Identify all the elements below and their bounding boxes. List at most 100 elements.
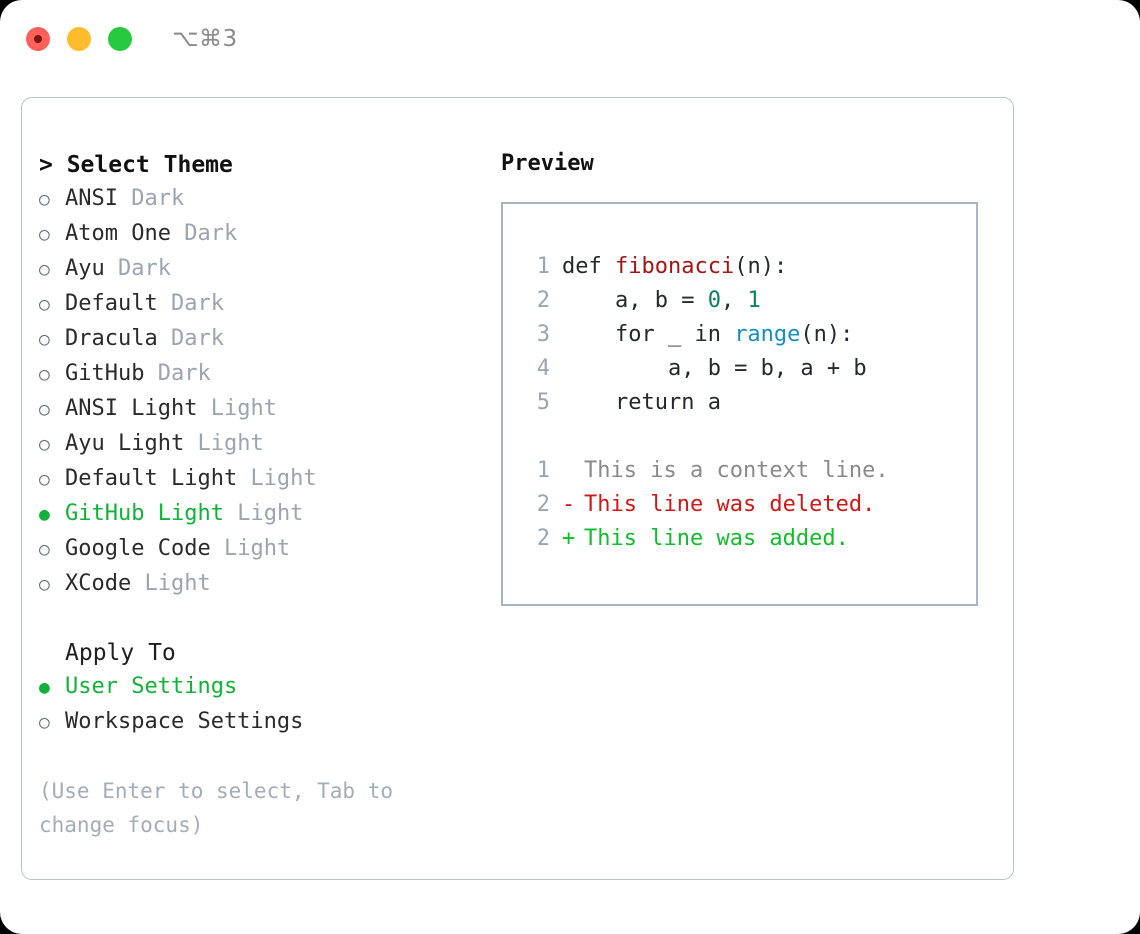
theme-option-label: GitHub Light: [65, 501, 224, 526]
theme-list: ○ ANSI Dark ○ Atom One Dark ○ Ayu Dark: [39, 182, 499, 602]
select-theme-heading: > Select Theme: [39, 152, 233, 178]
theme-option-google-code[interactable]: ○ Google Code Light: [39, 532, 499, 567]
code-content: a, b = b, a + b: [562, 356, 867, 381]
diff-line-deleted: 2 - This line was deleted.: [522, 488, 976, 522]
radio-icon: ○: [39, 294, 50, 315]
theme-option-badge: Dark: [184, 221, 238, 246]
diff-content: This line was deleted.: [584, 492, 876, 517]
theme-option-badge: Dark: [157, 361, 211, 386]
radio-icon: ○: [39, 364, 50, 385]
line-number: 2: [536, 526, 550, 551]
diff-line-context: 1 This is a context line.: [522, 454, 976, 488]
theme-option-ansi[interactable]: ○ ANSI Dark: [39, 182, 499, 217]
theme-option-label: Google Code: [65, 536, 211, 561]
code-content: return a: [562, 390, 721, 415]
theme-option-label: Atom One: [65, 221, 171, 246]
theme-option-label: ANSI: [65, 186, 118, 211]
theme-option-badge: Dark: [118, 256, 171, 281]
radio-icon: ○: [39, 399, 50, 420]
theme-option-dracula[interactable]: ○ Dracula Dark: [39, 322, 499, 357]
title-bar: ⌥⌘3: [0, 0, 1140, 78]
theme-option-github-light[interactable]: ● GitHub Light Light: [39, 497, 499, 532]
apply-to-option-user-settings[interactable]: ● User Settings: [39, 670, 499, 705]
theme-option-label: Ayu Light: [65, 431, 185, 456]
diff-marker: [562, 454, 584, 488]
line-number: 5: [536, 390, 550, 415]
radio-icon: ○: [39, 539, 50, 560]
theme-option-badge: Light: [210, 396, 277, 421]
radio-selected-icon: ●: [39, 504, 50, 525]
diff-separator: [522, 420, 976, 454]
theme-option-atom-one[interactable]: ○ Atom One Dark: [39, 217, 499, 252]
keyboard-shortcut-label: ⌥⌘3: [172, 26, 238, 52]
theme-option-xcode[interactable]: ○ XCode Light: [39, 567, 499, 602]
theme-option-label: ANSI Light: [65, 396, 198, 421]
radio-icon: ○: [39, 329, 50, 350]
radio-selected-icon: ●: [39, 677, 50, 698]
diff-content: This line was added.: [584, 526, 849, 551]
theme-option-badge: Light: [223, 536, 291, 561]
preview-box: 1 def fibonacci(n): 2 a, b = 0, 1 3 for …: [501, 202, 978, 606]
theme-option-badge: Light: [237, 501, 304, 526]
theme-option-github[interactable]: ○ GitHub Dark: [39, 357, 499, 392]
line-number: 1: [536, 458, 550, 483]
traffic-lights: [26, 27, 132, 51]
code-line: 5 return a: [522, 386, 976, 420]
diff-marker: +: [562, 526, 576, 551]
radio-icon: ○: [39, 469, 50, 490]
preview-heading: Preview: [501, 151, 594, 176]
line-number: 4: [536, 356, 550, 381]
radio-icon: ○: [39, 712, 50, 733]
theme-option-ansi-light[interactable]: ○ ANSI Light Light: [39, 392, 499, 427]
radio-icon: ○: [39, 434, 50, 455]
section-spacer: [39, 602, 499, 636]
theme-picker-pane: > Select Theme ○ ANSI Dark ○ Atom One Da…: [39, 148, 499, 842]
theme-option-label: Default Light: [65, 466, 238, 491]
diff-content: This is a context line.: [584, 458, 889, 483]
diff-marker: -: [562, 492, 576, 517]
apply-to-option-workspace-settings[interactable]: ○ Workspace Settings: [39, 705, 499, 740]
apply-to-list: ● User Settings ○ Workspace Settings: [39, 670, 499, 740]
theme-option-badge: Dark: [170, 291, 224, 316]
maximize-button[interactable]: [108, 27, 132, 51]
apply-to-option-label: Workspace Settings: [65, 709, 304, 734]
code-line: 4 a, b = b, a + b: [522, 352, 976, 386]
theme-option-default-light[interactable]: ○ Default Light Light: [39, 462, 499, 497]
theme-option-label: XCode: [65, 571, 132, 596]
close-icon: [34, 35, 42, 43]
radio-icon: ○: [39, 574, 50, 595]
theme-option-default[interactable]: ○ Default Dark: [39, 287, 499, 322]
line-number: 1: [536, 254, 550, 279]
theme-option-label: Default: [65, 291, 158, 316]
theme-option-ayu-light[interactable]: ○ Ayu Light Light: [39, 427, 499, 462]
line-number: 3: [536, 322, 550, 347]
radio-icon: ○: [39, 189, 50, 210]
theme-option-label: Ayu: [65, 256, 105, 281]
line-number: 2: [536, 492, 550, 517]
code-line: 3 for _ in range(n):: [522, 318, 976, 352]
apply-to-option-label: User Settings: [65, 674, 238, 699]
minimize-button[interactable]: [67, 27, 91, 51]
keyboard-hint-text: (Use Enter to select, Tab to change focu…: [39, 779, 406, 837]
apply-to-heading-row: Apply To: [39, 636, 499, 670]
close-button[interactable]: [26, 27, 50, 51]
radio-icon: ○: [39, 259, 50, 280]
line-number: 2: [536, 288, 550, 313]
code-line: 2 a, b = 0, 1: [522, 284, 976, 318]
code-content: for _ in range(n):: [562, 322, 854, 347]
theme-option-badge: Light: [144, 571, 211, 596]
radio-icon: ○: [39, 224, 50, 245]
diff-line-added: 2 + This line was added.: [522, 522, 976, 556]
main-card: > Select Theme ○ ANSI Dark ○ Atom One Da…: [21, 97, 1014, 880]
theme-option-badge: Dark: [170, 326, 224, 351]
theme-option-badge: Light: [250, 466, 317, 491]
theme-option-badge: Light: [197, 431, 264, 456]
theme-option-label: GitHub: [65, 361, 145, 386]
theme-option-badge: Dark: [131, 186, 185, 211]
code-content: def fibonacci(n):: [562, 254, 788, 279]
theme-option-ayu[interactable]: ○ Ayu Dark: [39, 252, 499, 287]
apply-to-heading: Apply To: [65, 640, 176, 666]
code-line: 1 def fibonacci(n):: [522, 250, 976, 284]
theme-option-label: Dracula: [65, 326, 158, 351]
